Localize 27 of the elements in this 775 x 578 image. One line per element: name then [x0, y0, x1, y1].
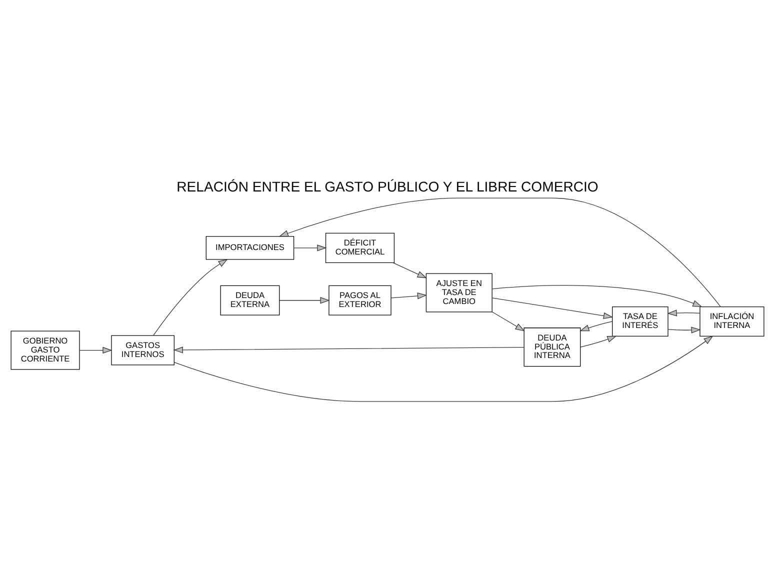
node-box: PAGOS AL EXTERIOR: [328, 284, 392, 315]
arrow: [173, 346, 524, 353]
node-box: GASTOS INTERNOS: [111, 334, 174, 365]
arrow: [492, 284, 702, 307]
arrow: [390, 292, 428, 299]
arrow: [492, 311, 525, 331]
arrow: [580, 335, 617, 347]
arrow: [79, 346, 112, 354]
node-box: DÉFICIT COMERCIAL: [325, 232, 395, 262]
node-box: GOBIERNO GASTO CORRIENTE: [10, 330, 80, 370]
diagram-title: RELACIÓN ENTRE EL GASTO PÚBLICO Y EL LIBRE COMERCIO: [176, 178, 598, 194]
arrow: [667, 309, 700, 316]
node-box: DEUDA EXTERNA: [220, 284, 280, 315]
arrow: [174, 335, 714, 402]
node-box: DEUDA PÚBLICA INTERNA: [524, 327, 581, 366]
node-box: TASA DE INTERÉS: [612, 306, 668, 336]
arrow: [580, 320, 612, 331]
arrow: [153, 258, 228, 336]
arrow: [392, 262, 427, 278]
arrow: [668, 326, 701, 333]
node-box: IMPORTACIONES: [206, 236, 294, 260]
arrow: [279, 296, 330, 304]
arrow: [492, 297, 614, 319]
node-box: INFLACIÓN INTERNA: [700, 306, 764, 336]
node-box: AJUSTE EN TASA DE CAMBIO: [426, 272, 492, 312]
arrow: [278, 197, 721, 306]
arrow: [294, 244, 327, 251]
